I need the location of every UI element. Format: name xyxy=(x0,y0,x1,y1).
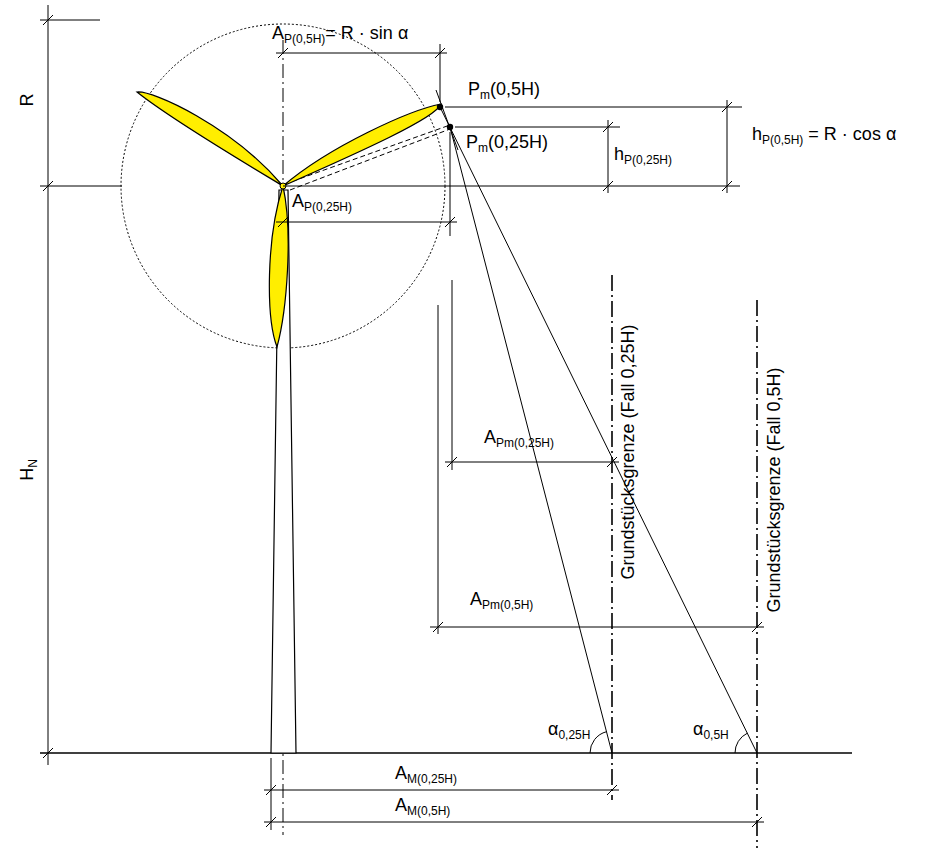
rotor-blade xyxy=(269,186,288,347)
dimension-tick xyxy=(43,748,53,758)
label-text: P xyxy=(466,132,478,152)
dimension-label: AM(0,25H) xyxy=(395,764,457,784)
dimension-line xyxy=(430,627,764,628)
label-text: α xyxy=(548,719,558,739)
label-text: P xyxy=(468,79,480,99)
dimension-label: AP(0,5H)= R · sin α xyxy=(272,24,408,44)
subscript-text: P(0,5H) xyxy=(284,32,325,46)
dimension-tick xyxy=(266,785,276,795)
dimension-line xyxy=(276,53,447,54)
dimension-label: hP(0,5H) = R · cos α xyxy=(752,125,896,145)
dimension-label: Grundstücksgrenze (Fall 0,25H) xyxy=(619,324,639,579)
label-text: (0,25H) xyxy=(488,132,548,152)
label-text: Grundstücksgrenze (Fall 0,25H) xyxy=(618,324,638,579)
dimension-tick xyxy=(433,622,443,632)
subscript-text: Pm(0,5H) xyxy=(482,598,533,612)
rotor-blade xyxy=(283,104,441,186)
label-text: = R · sin α xyxy=(325,23,408,43)
dimension-line xyxy=(727,100,728,193)
dimension-label: APm(0,5H) xyxy=(470,590,533,610)
dimension-label: AP(0,25H) xyxy=(292,192,352,212)
dimension-line xyxy=(264,822,764,823)
label-text: A xyxy=(395,795,407,815)
dimension-tick xyxy=(445,217,455,227)
dimension-tick xyxy=(607,785,617,795)
dimension-line xyxy=(264,790,619,791)
dimension-tick xyxy=(278,217,288,227)
label-text: α xyxy=(693,719,703,739)
angle-arc xyxy=(735,733,747,753)
dimension-label: Pm(0,25H) xyxy=(466,133,548,153)
dimension-tick xyxy=(603,181,613,191)
label-text: (0,5H) xyxy=(490,79,540,99)
dimension-tick xyxy=(447,457,457,467)
extension-line xyxy=(450,132,451,236)
dimension-line xyxy=(608,120,609,193)
extension-line xyxy=(40,186,122,187)
property-line xyxy=(611,275,613,800)
angle-arc xyxy=(590,732,607,753)
point-marker xyxy=(447,124,453,130)
dimension-tick xyxy=(43,15,53,25)
rotor-blade xyxy=(137,92,283,186)
dimension-tick xyxy=(278,48,288,58)
dimension-line xyxy=(48,5,49,765)
dimension-label: HN xyxy=(18,459,38,481)
subscript-text: 0,25H xyxy=(558,728,590,742)
dimension-tick xyxy=(752,817,762,827)
dimension-label: Grundstücksgrenze (Fall 0,5H) xyxy=(765,367,785,612)
dimension-tick xyxy=(722,181,732,191)
dimension-line xyxy=(276,222,457,223)
label-text: R xyxy=(17,94,37,107)
extension-line xyxy=(438,305,439,634)
extension-line xyxy=(445,107,742,108)
dimension-tick xyxy=(603,122,613,132)
label-text: Grundstücksgrenze (Fall 0,5H) xyxy=(764,367,784,612)
extension-line xyxy=(283,186,740,187)
dimension-label: hP(0,25H) xyxy=(614,145,672,165)
dimension-tick xyxy=(266,817,276,827)
extension-line xyxy=(452,280,453,470)
subscript-text: Pm(0,25H) xyxy=(496,436,554,450)
subscript-text: P(0,25H) xyxy=(624,153,672,167)
dimension-tick xyxy=(722,102,732,112)
label-text: A xyxy=(470,589,482,609)
tangent-line xyxy=(436,90,458,150)
label-text: A xyxy=(272,23,284,43)
label-text: A xyxy=(395,763,407,783)
dimension-label: α0,5H xyxy=(693,720,729,740)
subscript-text: m xyxy=(480,88,490,102)
dimension-label: Pm(0,5H) xyxy=(468,80,540,100)
ground-line xyxy=(40,752,852,754)
label-text: h xyxy=(614,144,624,164)
throw-line xyxy=(440,107,757,753)
subscript-text: M(0,25H) xyxy=(407,772,457,786)
dimension-label: α0,25H xyxy=(548,720,590,740)
subscript-text: 0,5H xyxy=(703,728,728,742)
dimension-tick xyxy=(43,181,53,191)
label-text: A xyxy=(292,191,304,211)
label-text: H xyxy=(17,468,37,481)
dimension-tick xyxy=(435,48,445,58)
subscript-text: N xyxy=(26,459,40,468)
extension-line xyxy=(455,127,620,128)
point-marker xyxy=(437,104,443,110)
dimension-label: APm(0,25H) xyxy=(484,428,554,448)
throw-line xyxy=(450,127,612,753)
dimension-line xyxy=(445,462,619,463)
subscript-text: P(0,5H) xyxy=(762,133,803,147)
label-text: = R · cos α xyxy=(808,124,896,144)
subscript-text: M(0,5H) xyxy=(407,804,450,818)
subscript-text: m xyxy=(478,141,488,155)
dimension-label: AM(0,5H) xyxy=(395,796,450,816)
label-text: h xyxy=(752,124,762,144)
extension-line xyxy=(271,758,272,830)
label-text: A xyxy=(484,427,496,447)
dimension-label: R xyxy=(18,94,38,107)
property-line xyxy=(756,300,758,848)
subscript-text: P(0,25H) xyxy=(304,200,352,214)
